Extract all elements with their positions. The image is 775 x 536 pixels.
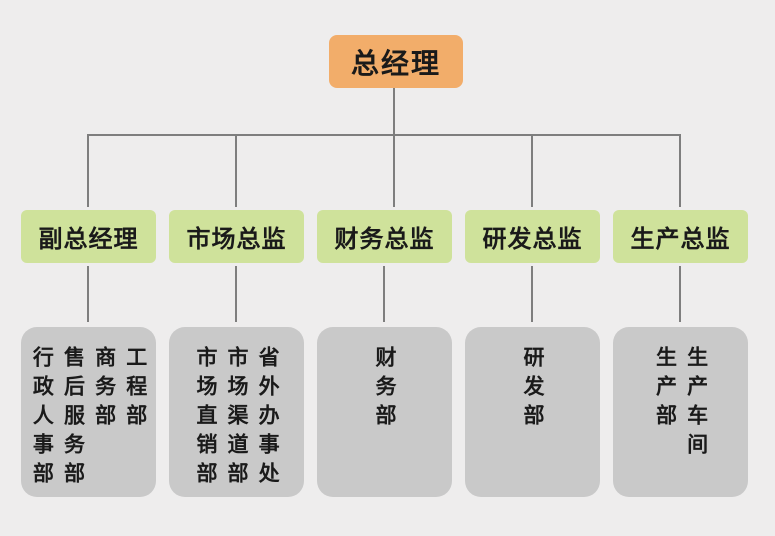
node-general-manager: 总经理 (329, 35, 463, 88)
connector-horizontal-bar (87, 134, 681, 136)
dept-box-finance-director: 财务部 (317, 327, 452, 497)
connector-branch-1 (87, 266, 89, 322)
connector-drop-5 (679, 134, 681, 207)
dept-box-rnd-director: 研发部 (465, 327, 600, 497)
dept-label: 生产车间 (684, 346, 709, 462)
node-deputy-general-manager: 副总经理 (21, 210, 156, 263)
dept-label: 市场直销部 (193, 346, 218, 491)
connector-branch-5 (679, 266, 681, 322)
dept-label: 市场渠道部 (225, 346, 250, 491)
connector-drop-1 (87, 134, 89, 207)
dept-label: 商务部 (92, 346, 117, 433)
connector-branch-2 (235, 266, 237, 322)
node-production-director: 生产总监 (613, 210, 748, 263)
node-rnd-director: 研发总监 (465, 210, 600, 263)
dept-label: 售后服务部 (61, 346, 86, 491)
dept-box-marketing-director: 省外办事处 市场渠道部 市场直销部 (169, 327, 304, 497)
dept-box-production-director: 生产车间 生产部 (613, 327, 748, 497)
connector-drop-3 (393, 134, 395, 207)
connector-branch-3 (383, 266, 385, 322)
dept-label: 财务部 (373, 346, 398, 433)
dept-label: 行政人事部 (30, 346, 55, 491)
dept-label: 研发部 (521, 346, 546, 433)
connector-branch-4 (531, 266, 533, 322)
dept-box-deputy-general-manager: 工程部 商务部 售后服务部 行政人事部 (21, 327, 156, 497)
connector-root-stem (393, 88, 395, 135)
node-marketing-director: 市场总监 (169, 210, 304, 263)
dept-label: 省外办事处 (256, 346, 281, 491)
node-finance-director: 财务总监 (317, 210, 452, 263)
connector-drop-2 (235, 134, 237, 207)
connector-drop-4 (531, 134, 533, 207)
dept-label: 工程部 (123, 346, 148, 433)
dept-label: 生产部 (653, 346, 678, 433)
